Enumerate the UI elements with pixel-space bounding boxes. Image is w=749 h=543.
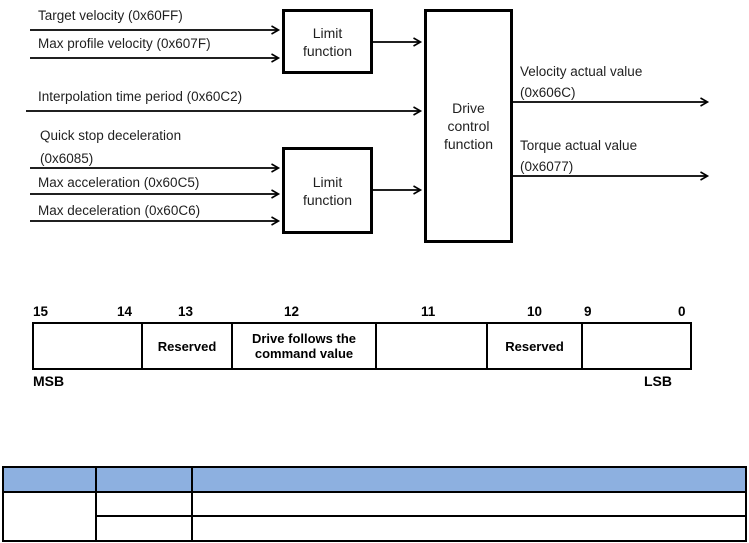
table-body-cell-r2c3 [193, 517, 745, 540]
bit-number-12: 12 [284, 304, 300, 319]
label-max-acceleration: Max acceleration (0x60C5) [38, 175, 200, 190]
table-body-cell-r1c3 [193, 493, 745, 517]
label-quick-stop-deceleration: Quick stop deceleration (0x6085) [40, 128, 182, 166]
table-body-cell-r1c1 [4, 493, 97, 540]
table-header-cell-1 [4, 468, 97, 493]
bit-number-9: 9 [584, 304, 592, 319]
lsb-label: LSB [644, 373, 672, 389]
label-max-profile-velocity: Max profile velocity (0x607F) [38, 36, 211, 51]
table-body-cell-r1c2 [97, 493, 193, 517]
label-target-velocity: Target velocity (0x60FF) [38, 8, 183, 23]
bit-number-10: 10 [527, 304, 543, 319]
bit-cell-9-0 [583, 324, 690, 368]
bit-number-14: 14 [117, 304, 133, 319]
diagram-arrows [26, 25, 710, 226]
limit-function-block-top: Limit function [282, 9, 373, 74]
bit-number-15: 15 [33, 304, 49, 319]
drive-control-function-block: Drive control function [424, 9, 513, 243]
label-max-deceleration: Max deceleration (0x60C6) [38, 203, 201, 218]
bit-cell-11 [377, 324, 488, 368]
bit-field-row: Reserved Drive follows the command value… [32, 322, 692, 370]
bit-number-0: 0 [678, 304, 686, 319]
bit-cell-15-14 [34, 324, 143, 368]
msb-label: MSB [33, 373, 65, 389]
table-header-cell-3 [193, 468, 745, 493]
table-header-cell-2 [97, 468, 193, 493]
bit-cell-10: Reserved [488, 324, 583, 368]
table-body-cell-r2c2 [97, 517, 193, 540]
limit-function-block-bottom: Limit function [282, 147, 373, 234]
bit-cell-13: Reserved [143, 324, 233, 368]
bit-cell-12: Drive follows the command value [233, 324, 377, 368]
label-torque-actual-value: Torque actual value (0x6077) [520, 138, 638, 174]
label-interpolation-time-period: Interpolation time period (0x60C2) [38, 89, 243, 104]
bit-number-11: 11 [421, 304, 436, 319]
bottom-table [2, 466, 747, 542]
label-velocity-actual-value: Velocity actual value (0x606C) [520, 64, 643, 100]
bit-number-13: 13 [178, 304, 194, 319]
